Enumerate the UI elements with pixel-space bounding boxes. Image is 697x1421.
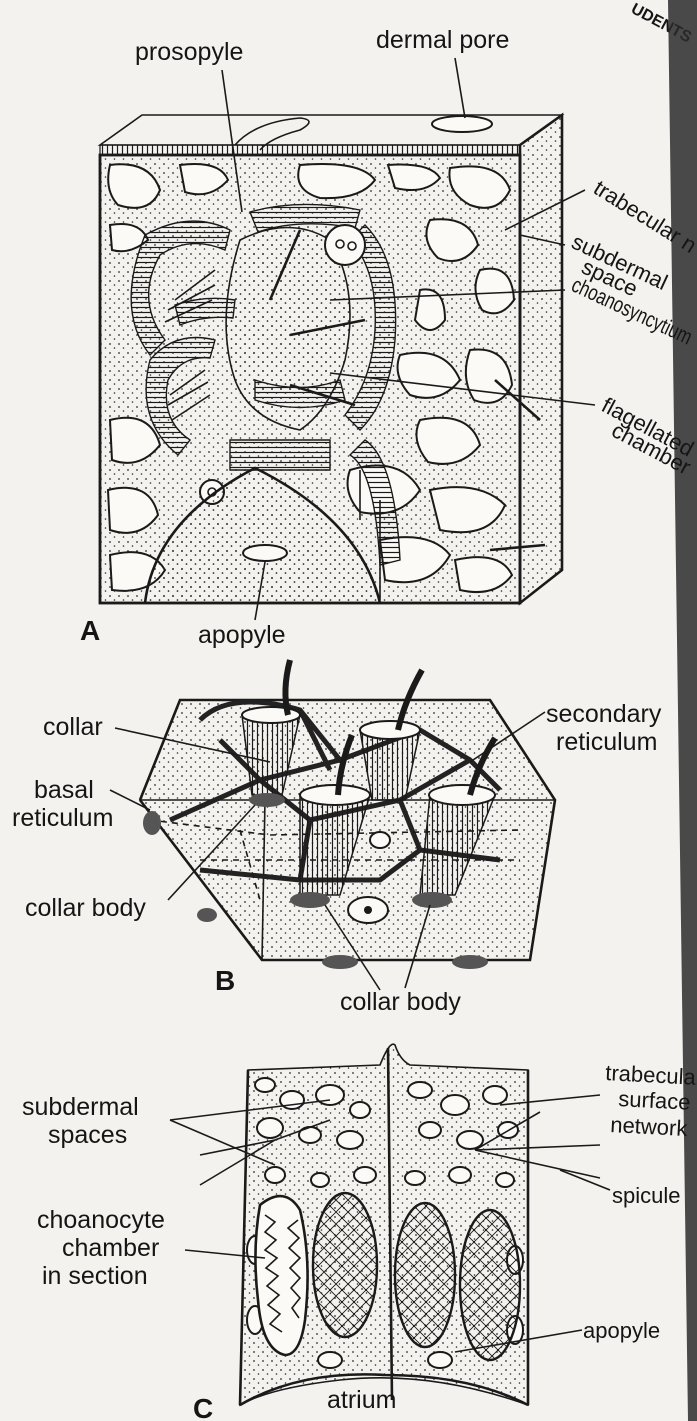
label-apopyle-a: apopyle — [198, 621, 286, 649]
label-apopyle-c: apopyle — [583, 1318, 660, 1343]
label-trabecular-surface: surface — [618, 1086, 691, 1115]
panel-a-block — [100, 115, 562, 603]
label-secondary: secondary — [546, 700, 662, 728]
label-basal: basal — [34, 776, 94, 804]
panel-letter-c: C — [193, 1393, 213, 1421]
label-subdermal-spaces-2: spaces — [48, 1121, 127, 1149]
choanocyte-chamber-4 — [460, 1210, 520, 1360]
label-dermal-pore: dermal pore — [376, 26, 509, 54]
label-choanocyte-chamber: chamber — [62, 1234, 159, 1262]
choanocyte-chamber-2 — [313, 1193, 377, 1337]
apopyle-opening — [243, 545, 287, 561]
panel-c-block — [200, 1044, 600, 1405]
label-prosopyle: prosopyle — [135, 38, 243, 66]
panel-b-block — [140, 660, 555, 969]
label-choanocyte: choanocyte — [37, 1206, 165, 1234]
choanocyte-chamber-3 — [395, 1203, 455, 1347]
label-trabecular-network: network — [610, 1112, 689, 1141]
label-in-section: in section — [42, 1262, 148, 1290]
label-subdermal-spaces: subdermal — [22, 1093, 139, 1121]
label-secondary-reticulum: reticulum — [556, 728, 657, 756]
label-collar: collar — [43, 713, 103, 741]
label-basal-reticulum: reticulum — [12, 804, 113, 832]
panel-letter-b: B — [215, 965, 235, 996]
dermal-pore-opening — [432, 116, 492, 132]
panel-letter-a: A — [80, 615, 100, 646]
label-spicule: spicule — [612, 1183, 680, 1208]
label-atrium: atrium — [327, 1386, 396, 1414]
label-collar-body-bottom: collar body — [340, 988, 461, 1016]
label-collar-body-left: collar body — [25, 894, 146, 922]
